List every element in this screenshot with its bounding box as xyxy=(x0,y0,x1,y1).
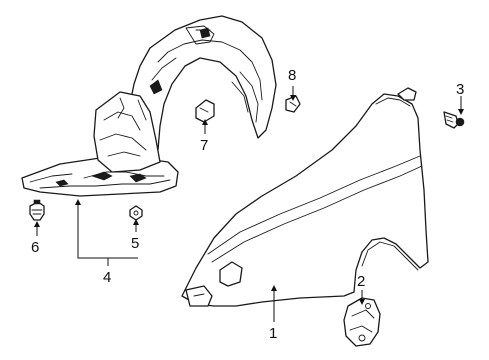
fender-liner xyxy=(21,15,277,197)
front-fender xyxy=(181,87,429,307)
grommet-part-7 xyxy=(195,99,215,123)
callout-labels: 1 2 3 4 5 6 7 8 xyxy=(31,67,464,342)
nut-part-5 xyxy=(129,205,143,221)
clip-part-8 xyxy=(285,95,301,113)
leader-lines xyxy=(34,86,464,322)
callout-7: 7 xyxy=(200,137,208,154)
callout-6: 6 xyxy=(31,239,39,256)
push-clip-part-6 xyxy=(29,199,45,221)
callout-8: 8 xyxy=(288,67,296,84)
callout-4: 4 xyxy=(103,269,111,286)
callout-1: 1 xyxy=(269,325,277,342)
callout-5: 5 xyxy=(131,235,139,252)
bolt-part-3 xyxy=(443,111,465,129)
callout-3: 3 xyxy=(456,81,464,98)
callout-2: 2 xyxy=(357,273,365,290)
fender-bracket xyxy=(343,297,381,347)
